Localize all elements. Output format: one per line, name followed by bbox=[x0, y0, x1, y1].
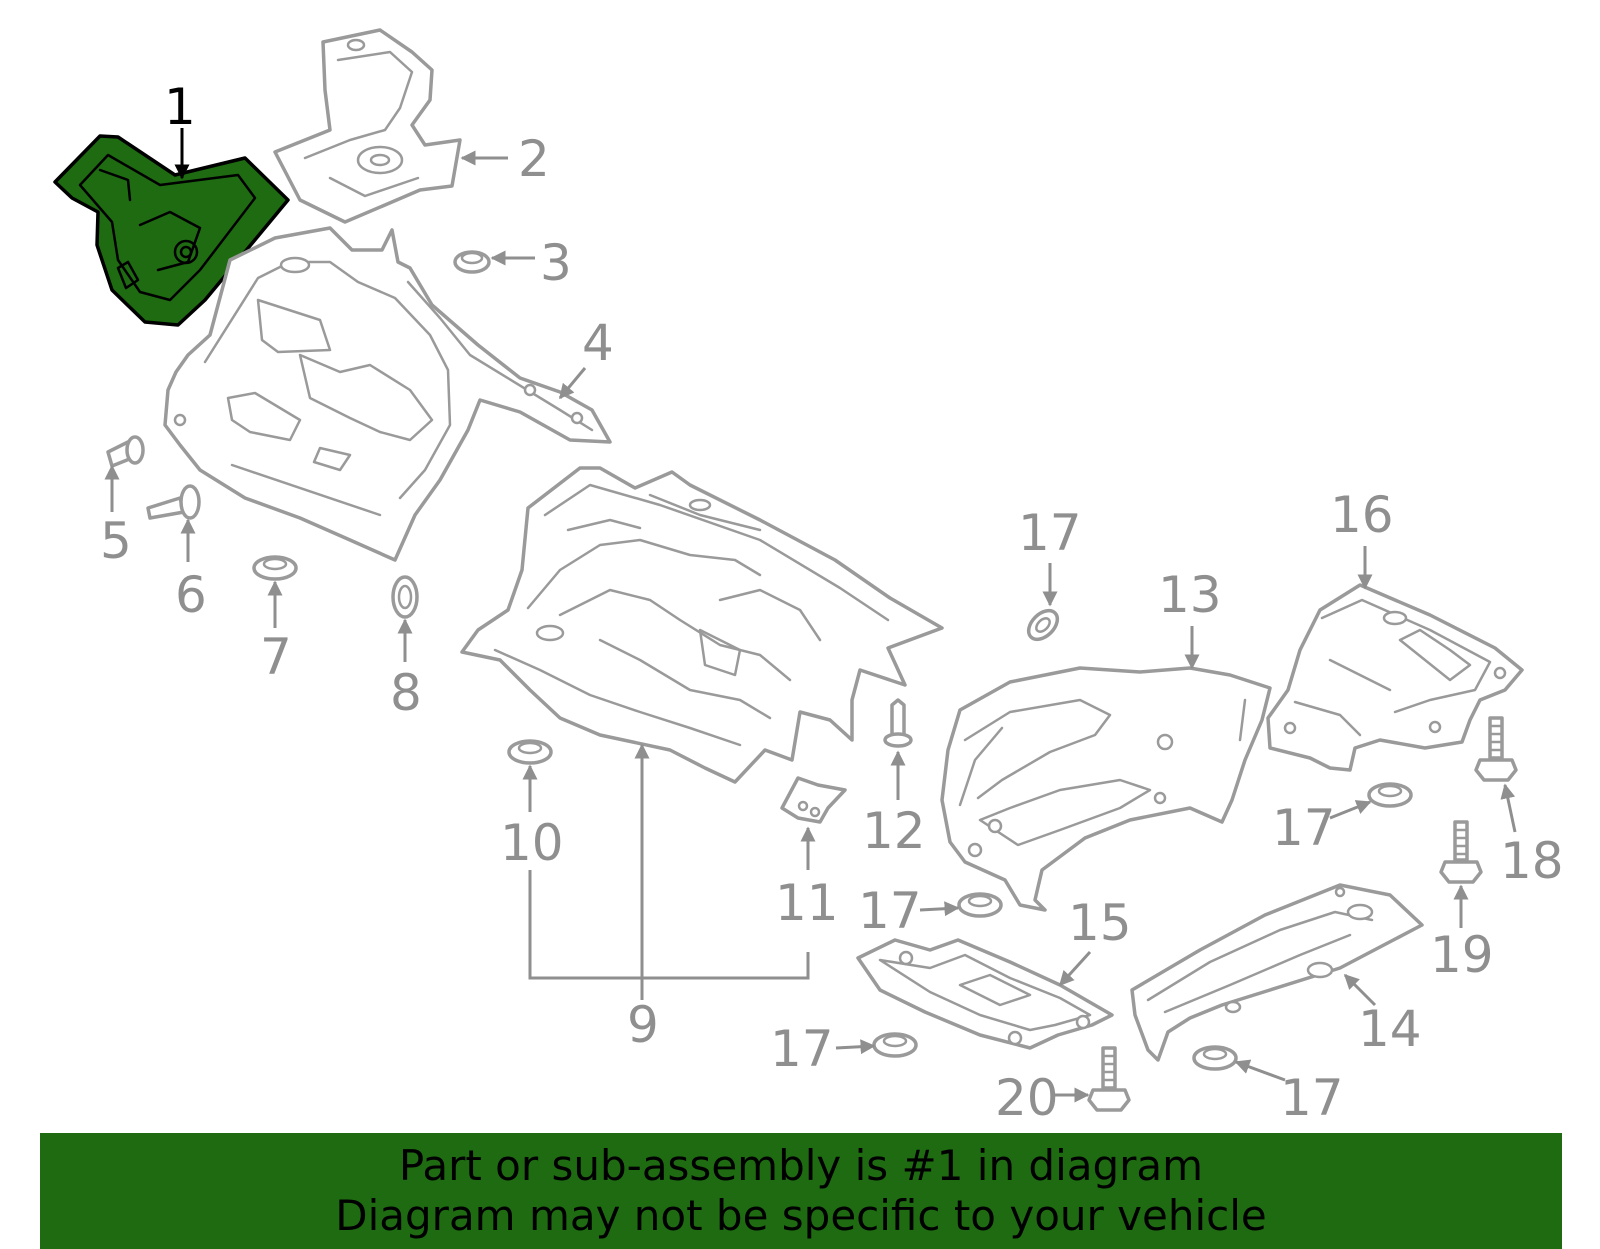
callout-18: 18 bbox=[1500, 832, 1564, 890]
part-20-bolt[interactable] bbox=[1087, 1046, 1131, 1112]
part-1-heat-shield-highlighted[interactable] bbox=[53, 134, 290, 327]
callout-17-e: 17 bbox=[1272, 799, 1336, 857]
part-11-bracket[interactable] bbox=[780, 776, 847, 824]
callout-8: 8 bbox=[390, 664, 422, 722]
part-16-right-shield[interactable] bbox=[1266, 583, 1524, 772]
leader-17b bbox=[919, 901, 960, 917]
leader-9-bracket bbox=[528, 870, 810, 980]
part-14-lower-rear-shield[interactable] bbox=[1130, 883, 1424, 1062]
part-6-screw[interactable] bbox=[146, 484, 201, 520]
leader-17e bbox=[1329, 800, 1372, 820]
banner-part-note: Part or sub-assembly is #1 in diagram bbox=[398, 1141, 1204, 1190]
callout-7: 7 bbox=[260, 628, 292, 686]
callout-10: 10 bbox=[500, 814, 564, 872]
callout-9: 9 bbox=[627, 996, 659, 1054]
leader-18 bbox=[1500, 783, 1517, 833]
part-7-nut[interactable] bbox=[252, 555, 298, 581]
leader-17c bbox=[835, 1039, 876, 1055]
callout-2: 2 bbox=[518, 130, 550, 188]
callout-1: 1 bbox=[164, 78, 196, 136]
callout-3: 3 bbox=[540, 234, 572, 292]
part-17-grommet-a[interactable] bbox=[1023, 605, 1063, 645]
leader-15 bbox=[1058, 950, 1092, 987]
callout-17-a: 17 bbox=[1018, 504, 1082, 562]
part-17-nut-d[interactable] bbox=[1192, 1045, 1238, 1071]
callout-17-c: 17 bbox=[770, 1020, 834, 1078]
banner-disclaimer: Diagram may not be specific to your vehi… bbox=[335, 1191, 1267, 1240]
callout-6: 6 bbox=[175, 566, 207, 624]
part-8-grommet[interactable] bbox=[391, 575, 419, 619]
callout-17-b: 17 bbox=[858, 882, 922, 940]
leader-lines bbox=[104, 128, 1517, 1103]
part-13-rear-shield[interactable] bbox=[940, 666, 1272, 912]
callout-15: 15 bbox=[1068, 894, 1132, 952]
callout-5: 5 bbox=[100, 512, 132, 570]
part-15-plate[interactable] bbox=[856, 938, 1114, 1050]
part-4-front-shield[interactable] bbox=[163, 226, 612, 562]
part-17-nut-c[interactable] bbox=[872, 1032, 918, 1058]
part-17-nut-e[interactable] bbox=[1367, 782, 1413, 808]
part-9-tunnel-shield[interactable] bbox=[460, 466, 944, 784]
part-17-nut-b[interactable] bbox=[957, 892, 1003, 918]
leader-4 bbox=[558, 367, 587, 400]
leader-14 bbox=[1343, 973, 1377, 1007]
callout-labels: 1 2 3 4 5 6 7 8 9 10 11 12 13 14 15 16 1… bbox=[100, 78, 1564, 1127]
leader-17d bbox=[1234, 1059, 1286, 1082]
info-banner: Part or sub-assembly is #1 in diagram Di… bbox=[40, 1133, 1562, 1249]
part-19-bolt[interactable] bbox=[1439, 820, 1483, 884]
callout-4: 4 bbox=[582, 314, 614, 372]
part-10-nut[interactable] bbox=[507, 739, 553, 765]
part-18-bolt[interactable] bbox=[1474, 716, 1518, 782]
part-5-bolt[interactable] bbox=[106, 435, 145, 468]
callout-19: 19 bbox=[1430, 926, 1494, 984]
callout-20: 20 bbox=[995, 1069, 1059, 1127]
callout-17-d: 17 bbox=[1280, 1069, 1344, 1127]
part-2-upper-shield[interactable] bbox=[273, 28, 462, 224]
callout-16: 16 bbox=[1330, 486, 1394, 544]
callout-13: 13 bbox=[1158, 566, 1222, 624]
callout-12: 12 bbox=[862, 802, 926, 860]
part-12-pin[interactable] bbox=[883, 698, 913, 748]
callout-14: 14 bbox=[1358, 1000, 1422, 1058]
callout-11: 11 bbox=[775, 874, 839, 932]
part-3-nut[interactable] bbox=[453, 250, 491, 274]
